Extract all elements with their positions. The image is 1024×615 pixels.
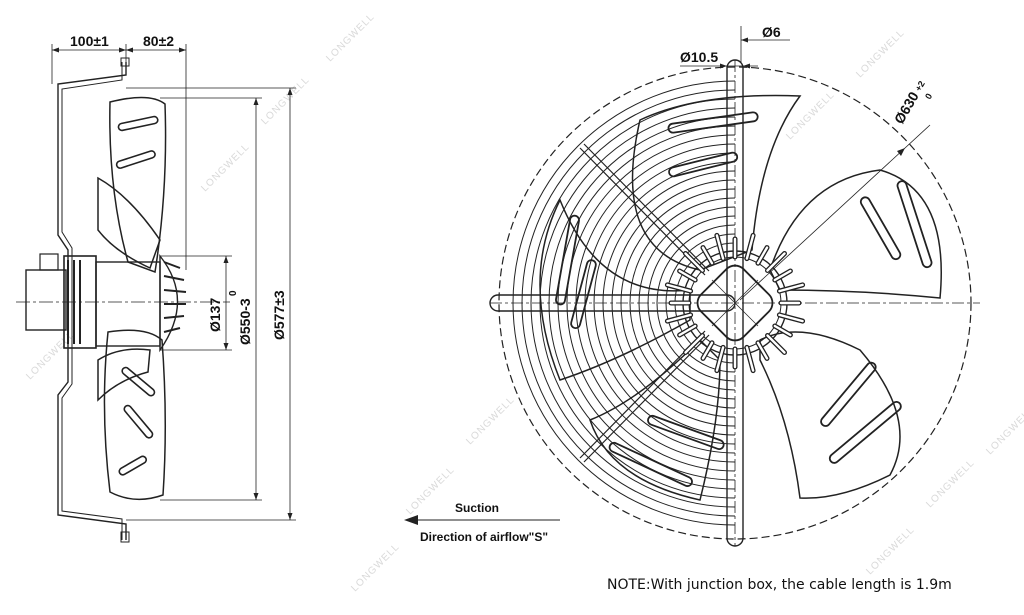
watermark: LONGWELL: [404, 464, 457, 517]
mount-tab-top: [120, 57, 130, 67]
airflow-direction-label: Direction of airflow"S": [420, 530, 548, 544]
hub-fin: [684, 252, 704, 272]
hub-fin: [756, 246, 769, 265]
cable-gland: [39, 253, 59, 271]
front-blade-slots: [555, 111, 933, 487]
airflow-indicator: Suction Direction of airflow"S": [404, 501, 560, 544]
dim-hole: Ø6: [762, 24, 781, 40]
suction-label: Suction: [455, 501, 499, 515]
hub-fin: [678, 324, 697, 337]
hub-fins: [664, 232, 806, 374]
watermark: LONGWELL: [24, 329, 77, 382]
hub-fin: [756, 341, 769, 360]
spoke: [583, 143, 710, 272]
hub-fin: [745, 346, 755, 372]
blade-bottom-inner: [97, 348, 151, 402]
guard-ring: [629, 197, 736, 409]
hub-fin: [766, 334, 786, 354]
watermark: LONGWELL: [924, 457, 977, 510]
dim-blade: Ø550-3: [237, 298, 253, 345]
dim-ring-tol-upper: +2: [913, 79, 927, 93]
dim-top: [51, 44, 187, 270]
hub-fin: [778, 283, 804, 293]
dim-mount-offset: 100±1: [70, 33, 109, 49]
watermark: LONGWELL: [349, 541, 402, 594]
front-view: Ø6 Ø10.5 Ø630 +2 0: [489, 24, 980, 547]
hub-fin: [678, 269, 697, 282]
watermark: LONGWELL: [199, 141, 252, 194]
junction-box: [25, 269, 67, 331]
hub-fin: [766, 252, 786, 272]
blade-top-inner: [97, 176, 161, 270]
rotor-fins: [163, 261, 187, 333]
dim-rod-label: Ø10.5: [680, 49, 718, 65]
dim-blade-offset: 80±2: [143, 33, 174, 49]
mount-tab-bottom: [120, 531, 130, 543]
hub-fin: [715, 346, 725, 372]
hub-fin: [745, 234, 755, 260]
arrow-head: [404, 515, 418, 525]
guard-outline-inner: [61, 62, 123, 540]
fan-blade-right: [769, 169, 942, 299]
fan-blade-left: [539, 198, 691, 381]
hub-fin: [684, 334, 704, 354]
dim-blade-tol: 0: [228, 290, 239, 296]
hub-fin: [773, 269, 792, 282]
hub-fin: [666, 313, 692, 323]
side-view: 100±1 80±2 Ø137 0 Ø550-3 Ø577±3: [16, 33, 296, 543]
fan-blade-bottom-left: [589, 338, 721, 501]
spoke: [583, 334, 710, 463]
fan-blade-top: [631, 94, 802, 271]
fan-blade-bottom-right: [759, 331, 901, 499]
watermark: LONGWELL: [784, 89, 837, 142]
guard-ring: [566, 134, 736, 472]
note-text: NOTE:With junction box, the cable length…: [607, 577, 952, 593]
dim-ring-tol-lower: 0: [923, 92, 934, 101]
dim-ring: Ø630: [891, 89, 922, 127]
blade-bottom: [103, 329, 167, 501]
hub-fin: [666, 283, 692, 293]
hub-fin: [701, 246, 714, 265]
hub-fin: [701, 341, 714, 360]
guard-ring: [656, 224, 736, 382]
dim-guard: Ø577±3: [271, 290, 287, 340]
watermark: LONGWELL: [984, 404, 1024, 457]
watermark: LONGWELL: [464, 394, 517, 447]
dim-hub: Ø137: [207, 298, 223, 332]
dim-rod: [680, 26, 790, 69]
blade-top: [109, 96, 167, 274]
dim-ring-leader: [739, 124, 931, 301]
hub-fin: [715, 234, 725, 260]
hub-fin: [778, 313, 804, 323]
hub-fin: [773, 324, 792, 337]
watermark: LONGWELL: [854, 27, 907, 80]
watermark: LONGWELL: [864, 524, 917, 577]
dim-vertical: [126, 87, 296, 521]
watermark: LONGWELL: [259, 74, 312, 127]
guard-ring: [593, 161, 736, 445]
watermark: LONGWELL: [324, 11, 377, 64]
blade-slots: [115, 115, 159, 476]
